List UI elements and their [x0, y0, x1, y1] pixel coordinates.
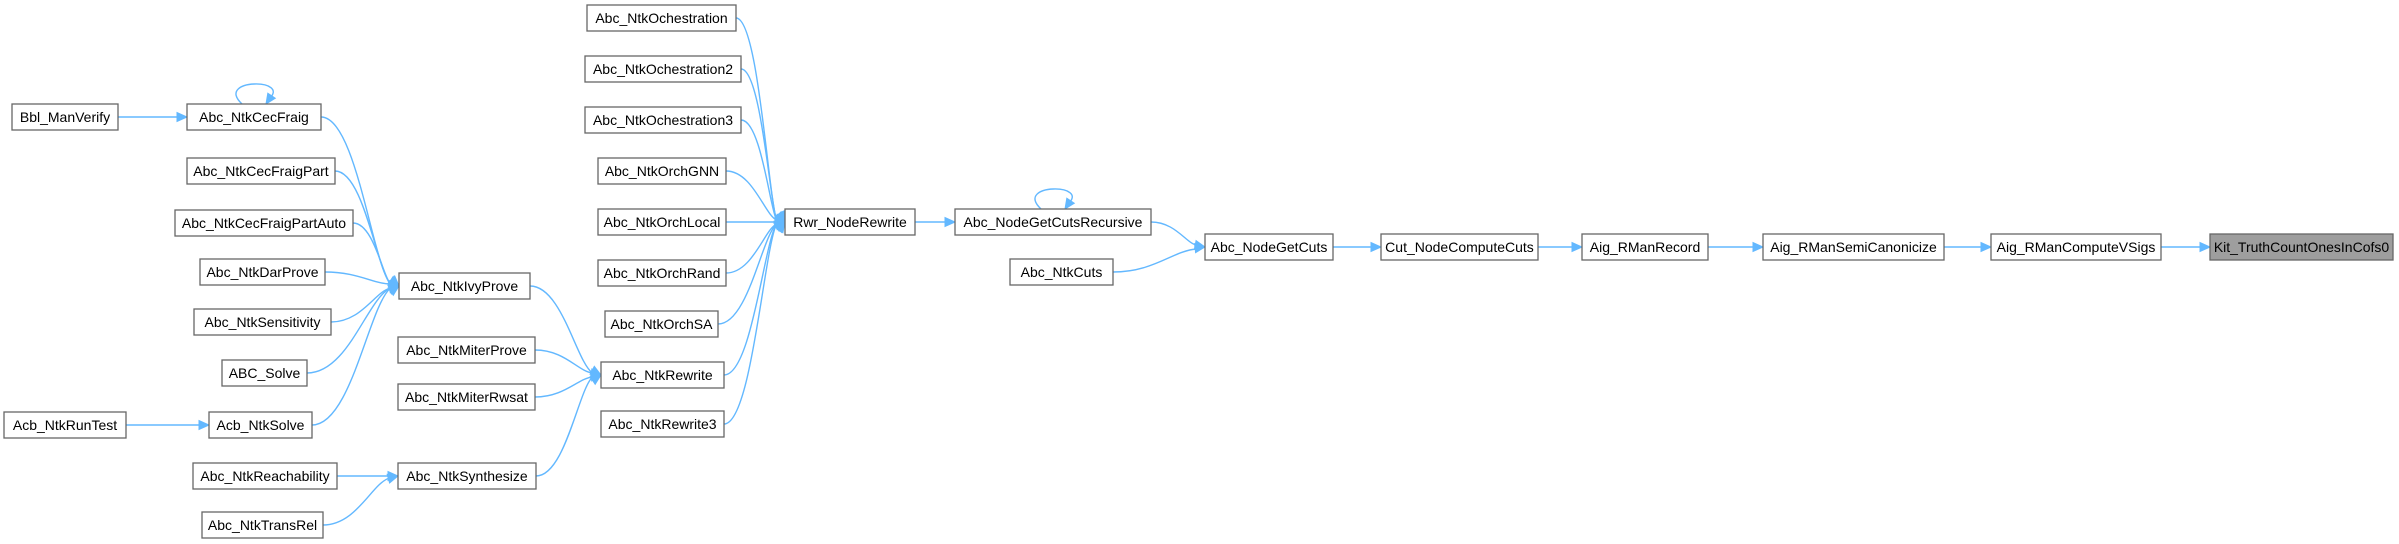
edge-abc_ntkcecfraig-to-abc_ntkivyprove	[320, 116, 400, 287]
node-abc_solve[interactable]: ABC_Solve	[221, 359, 308, 387]
node-label: Abc_NtkOrchGNN	[605, 163, 719, 179]
node-label: Aig_RManRecord	[1590, 239, 1701, 255]
edge-abc_ntkrewrite3-to-rwr_noderewrite	[723, 221, 786, 425]
edge-aig_rmanrecord-to-aig_rmansemicanonicize	[1708, 241, 1765, 253]
node-abc_ntkmiterrwsat[interactable]: Abc_NtkMiterRwsat	[397, 383, 536, 411]
node-label: Abc_NtkOrchSA	[611, 316, 714, 332]
node-label: Abc_NtkOchestration	[595, 10, 727, 26]
node-label: ABC_Solve	[229, 365, 301, 381]
node-label: Abc_NodeGetCuts	[1211, 239, 1328, 255]
edge-aig_rmansemicanonicize-to-aig_rmancomputevsigs	[1944, 241, 1993, 253]
node-label: Abc_NtkSensitivity	[205, 314, 321, 330]
edge-cut_nodecomputecuts-to-aig_rmanrecord	[1538, 241, 1584, 253]
node-label: Abc_NtkRewrite	[612, 367, 713, 383]
edge-abc_ntkmiterrwsat-to-abc_ntkrewrite	[534, 371, 603, 398]
node-abc_ntksynthesize[interactable]: Abc_NtkSynthesize	[397, 462, 537, 490]
node-abc_ntkcecfraigpart[interactable]: Abc_NtkCecFraigPart	[186, 157, 336, 185]
node-label: Abc_NtkCuts	[1021, 264, 1103, 280]
node-label: Abc_NtkCecFraig	[199, 109, 309, 125]
node-label: Bbl_ManVerify	[20, 109, 110, 125]
edge-abc_ntkrewrite-to-rwr_noderewrite	[723, 221, 786, 376]
node-label: Rwr_NodeRewrite	[793, 214, 907, 230]
node-label: Abc_NtkDarProve	[206, 264, 318, 280]
edge-abc_ntktransrel-to-abc_ntksynthesize	[322, 473, 400, 526]
node-label: Cut_NodeComputeCuts	[1385, 239, 1534, 255]
node-abc_ntkrewrite[interactable]: Abc_NtkRewrite	[600, 361, 725, 389]
node-label: Abc_NtkRewrite3	[608, 416, 716, 432]
node-kit_truthcountonesincofs0[interactable]: Kit_TruthCountOnesInCofs0	[2209, 233, 2394, 261]
node-aig_rmansemicanonicize[interactable]: Aig_RManSemiCanonicize	[1762, 233, 1945, 261]
node-label: Abc_NtkCecFraigPart	[193, 163, 328, 179]
node-label: Acb_NtkRunTest	[13, 417, 117, 433]
node-label: Abc_NtkIvyProve	[411, 278, 519, 294]
node-label: Abc_NtkOrchRand	[604, 265, 721, 281]
edge-acb_ntkruntest-to-acb_ntksolve	[126, 419, 211, 431]
node-abc_ntksensitivity[interactable]: Abc_NtkSensitivity	[193, 308, 332, 336]
node-abc_ntkochestration[interactable]: Abc_NtkOchestration	[586, 4, 737, 32]
node-label: Abc_NodeGetCutsRecursive	[964, 214, 1143, 230]
node-bbl_manverify[interactable]: Bbl_ManVerify	[11, 103, 119, 131]
node-cut_nodecomputecuts[interactable]: Cut_NodeComputeCuts	[1380, 233, 1539, 261]
node-abc_ntkcuts[interactable]: Abc_NtkCuts	[1009, 258, 1114, 286]
node-abc_ntkorchlocal[interactable]: Abc_NtkOrchLocal	[597, 208, 727, 236]
edge-bbl_manverify-to-abc_ntkcecfraig	[118, 111, 189, 123]
node-aig_rmanrecord[interactable]: Aig_RManRecord	[1581, 233, 1709, 261]
node-abc_ntkivyprove[interactable]: Abc_NtkIvyProve	[398, 272, 531, 300]
node-rwr_noderewrite[interactable]: Rwr_NodeRewrite	[784, 208, 916, 236]
node-abc_ntkcecfraigpartauto[interactable]: Abc_NtkCecFraigPartAuto	[174, 209, 354, 237]
node-abc_ntkorchrand[interactable]: Abc_NtkOrchRand	[597, 259, 727, 287]
node-aig_rmancomputevsigs[interactable]: Aig_RManComputeVSigs	[1990, 233, 2162, 261]
edge-abc_ntkivyprove-to-abc_ntkrewrite	[529, 285, 603, 376]
edge-abc_ntkcecfraig-self-loop	[235, 83, 277, 106]
node-label: Abc_NtkOchestration2	[593, 61, 733, 77]
node-label: Aig_RManSemiCanonicize	[1770, 239, 1937, 255]
node-abc_ntktransrel[interactable]: Abc_NtkTransRel	[201, 511, 324, 539]
node-label: Abc_NtkOchestration3	[593, 112, 733, 128]
node-abc_ntkdarprove[interactable]: Abc_NtkDarProve	[199, 258, 326, 286]
node-abc_nodegetcuts[interactable]: Abc_NodeGetCuts	[1204, 233, 1334, 261]
node-abc_ntkcecfraig[interactable]: Abc_NtkCecFraig	[186, 103, 322, 131]
node-label: Abc_NtkTransRel	[208, 517, 317, 533]
node-acb_ntkruntest[interactable]: Acb_NtkRunTest	[3, 411, 127, 439]
node-label: Acb_NtkSolve	[217, 417, 305, 433]
edge-abc_nodegetcuts-to-cut_nodecomputecuts	[1333, 241, 1383, 253]
node-abc_nodegetcutsrecursive[interactable]: Abc_NodeGetCutsRecursive	[954, 208, 1152, 236]
node-abc_ntkreachability[interactable]: Abc_NtkReachability	[192, 462, 338, 490]
node-abc_ntkochestration3[interactable]: Abc_NtkOchestration3	[584, 106, 742, 134]
node-label: Abc_NtkCecFraigPartAuto	[182, 215, 346, 231]
call-edges	[118, 17, 2212, 526]
call-nodes: Bbl_ManVerify Abc_NtkCecFraigAbc_NtkCecFr…	[3, 4, 2394, 539]
node-label: Abc_NtkMiterProve	[406, 342, 527, 358]
node-abc_ntkochestration2[interactable]: Abc_NtkOchestration2	[584, 55, 742, 83]
node-abc_ntkorchsa[interactable]: Abc_NtkOrchSA	[604, 310, 719, 338]
node-acb_ntksolve[interactable]: Acb_NtkSolve	[208, 411, 313, 439]
edge-abc_nodegetcutsrecursive-self-loop	[1034, 188, 1076, 211]
edge-abc_ntkochestration2-to-rwr_noderewrite	[740, 68, 786, 224]
node-label: Abc_NtkReachability	[200, 468, 329, 484]
node-abc_ntkorchgnn[interactable]: Abc_NtkOrchGNN	[597, 157, 727, 185]
node-abc_ntkrewrite3[interactable]: Abc_NtkRewrite3	[600, 410, 725, 438]
node-label: Aig_RManComputeVSigs	[1997, 239, 2156, 255]
node-label: Abc_NtkSynthesize	[406, 468, 528, 484]
node-label: Abc_NtkMiterRwsat	[405, 389, 528, 405]
node-label: Abc_NtkOrchLocal	[604, 214, 721, 230]
edge-acb_ntksolve-to-abc_ntkivyprove	[311, 285, 401, 426]
node-abc_ntkmiterprove[interactable]: Abc_NtkMiterProve	[397, 336, 536, 364]
edge-abc_ntkorchrand-to-rwr_noderewrite	[725, 220, 787, 274]
edge-aig_rmancomputevsigs-to-kit_truthcountonesincofs0	[2161, 241, 2212, 253]
edge-rwr_noderewrite-to-abc_nodegetcutsrecursive	[915, 216, 957, 228]
edge-abc_ntksynthesize-to-abc_ntkrewrite	[535, 374, 603, 477]
edge-abc_ntkcuts-to-abc_nodegetcuts	[1112, 242, 1207, 273]
node-label: Kit_TruthCountOnesInCofs0	[2214, 239, 2390, 255]
